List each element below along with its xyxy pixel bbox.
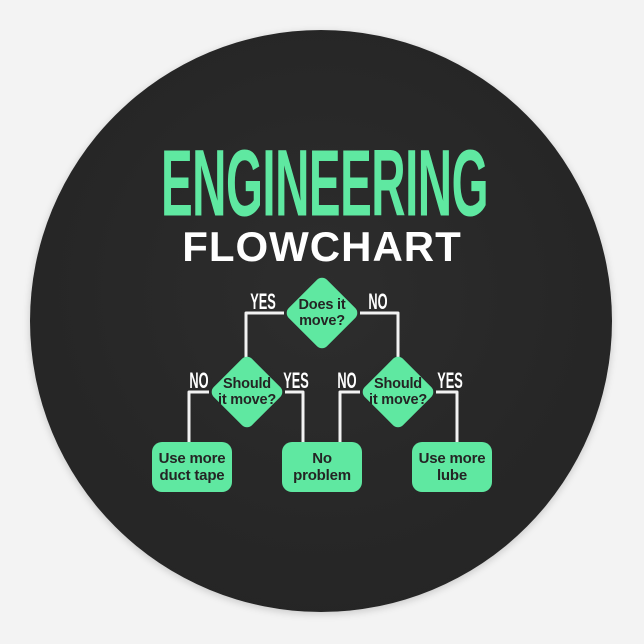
edge-root-yes [244, 311, 284, 360]
outcome-text-line1: Use more [158, 450, 226, 467]
edge-right-no [338, 390, 360, 445]
outcome-use-more-duct-tape: Use more duct tape [152, 442, 232, 492]
label-right-no: NO [337, 368, 357, 393]
outcome-text: No problem [293, 450, 351, 484]
decision-text: Does it move? [299, 297, 346, 329]
decision-text-line2: move? [299, 313, 345, 329]
title-engineering: ENGINEERING [161, 130, 489, 237]
label-right-yes: YES [437, 368, 463, 393]
decision-text-line1: Should [223, 376, 271, 392]
edge-right-yes [436, 390, 459, 445]
decision-should-it-move-right: Should it move? [359, 353, 437, 431]
decision-text: Should it move? [218, 376, 276, 408]
outcome-text-line2: duct tape [159, 467, 225, 484]
outcome-text-line1: No [312, 450, 332, 467]
edge-left-no [187, 390, 209, 445]
title-flowchart: FLOWCHART [182, 223, 462, 270]
outcome-use-more-lube: Use more lube [412, 442, 492, 492]
outcome-text-line1: Use more [418, 450, 486, 467]
decision-text-line1: Does it [298, 297, 346, 313]
outcome-text-line2: problem [293, 467, 351, 484]
label-root-yes: YES [250, 289, 276, 314]
outcome-text: Use more duct tape [159, 450, 226, 484]
edge-root-no [360, 311, 400, 360]
label-root-no: NO [368, 289, 388, 314]
decision-should-it-move-left: Should it move? [208, 353, 286, 431]
decision-does-it-move: Does it move? [283, 274, 361, 352]
outcome-text-line2: lube [436, 467, 468, 484]
edge-left-yes [285, 390, 305, 445]
decision-text-line1: Should [374, 376, 422, 392]
decision-text-line2: it move? [217, 392, 277, 408]
outcome-no-problem: No problem [282, 442, 362, 492]
outcome-text: Use more lube [419, 450, 486, 484]
decision-text-line2: it move? [368, 392, 428, 408]
label-left-no: NO [189, 368, 209, 393]
label-left-yes: YES [283, 368, 309, 393]
decision-text: Should it move? [369, 376, 427, 408]
